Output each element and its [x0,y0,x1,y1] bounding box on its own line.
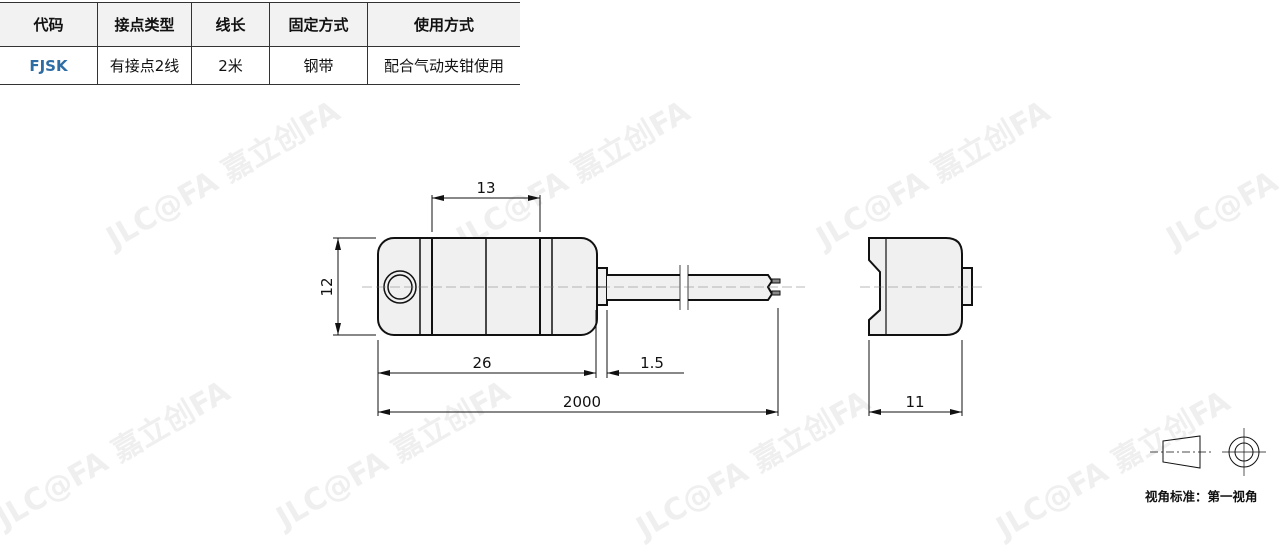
header-code: 代码 [0,2,98,47]
table-header-row: 代码 接点类型 线长 固定方式 使用方式 [0,2,520,47]
dim-26: 26 [472,354,491,372]
cell-usage: 配合气动夹钳使用 [367,46,520,85]
dim-1-5: 1.5 [640,354,664,372]
first-angle-projection-icon [1150,428,1266,476]
cell-code: FJSK [0,46,98,85]
header-usage: 使用方式 [367,2,520,47]
cell-cable-length: 2米 [191,46,270,85]
header-contact-type: 接点类型 [97,2,192,47]
technical-drawing: 13 12 26 1.5 2000 11 [318,179,1266,476]
dim-11: 11 [905,393,924,411]
cell-mounting: 钢带 [269,46,368,85]
cell-contact-type: 有接点2线 [97,46,192,85]
dim-2000: 2000 [563,393,601,411]
sensor-front-view [362,237,805,336]
spec-table: 代码 接点类型 线长 固定方式 使用方式 FJSK 有接点2线 2米 钢带 配合… [0,2,520,85]
sensor-side-view [860,237,985,336]
dim-12: 12 [318,277,336,296]
header-mounting: 固定方式 [269,2,368,47]
view-standard-label: 视角标准：第一视角 [1145,489,1258,504]
dim-13: 13 [476,179,495,197]
table-row: FJSK 有接点2线 2米 钢带 配合气动夹钳使用 [0,46,520,85]
header-cable-length: 线长 [191,2,270,47]
